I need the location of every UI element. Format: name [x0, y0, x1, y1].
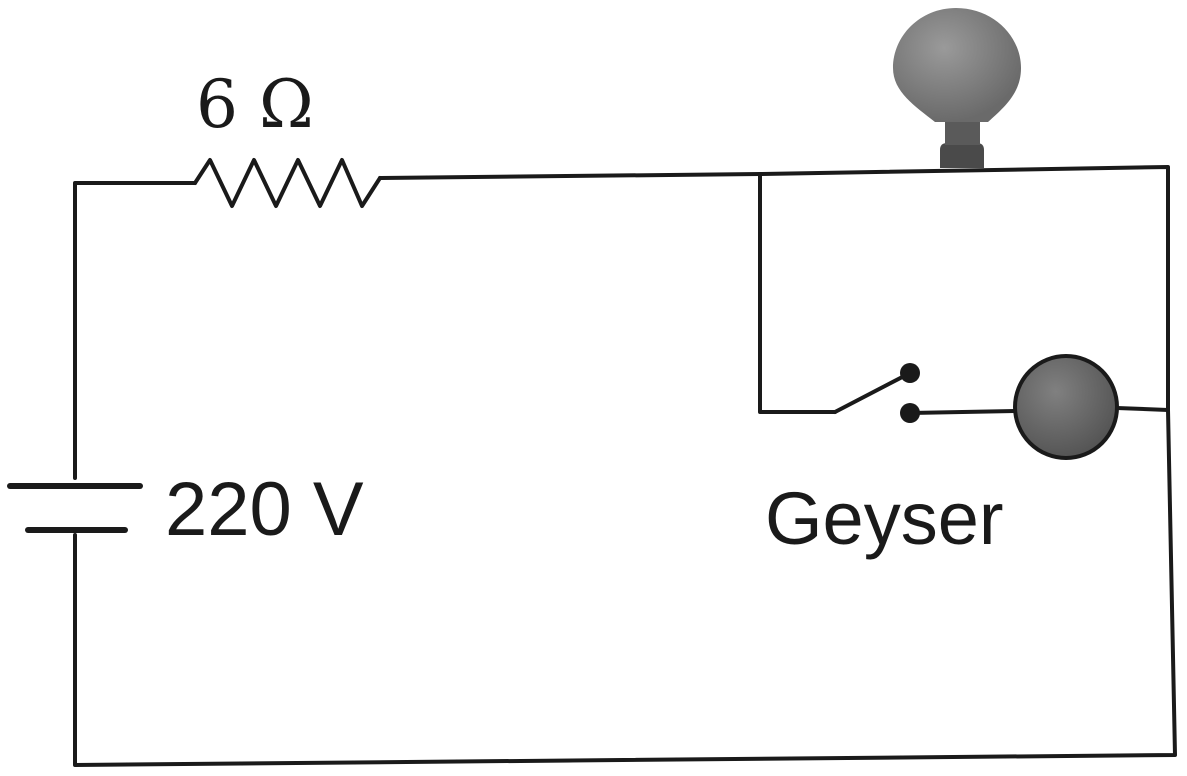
wire-left-upper	[73, 181, 197, 480]
geyser-icon	[1013, 354, 1119, 460]
switch-lever	[833, 371, 912, 414]
battery-label: 220 V	[165, 467, 364, 552]
resistor-label: 6 Ω	[196, 66, 314, 143]
switch-contact-top	[900, 363, 920, 383]
geyser-label: Geyser	[765, 477, 1004, 560]
wire-left-lower	[73, 408, 1177, 767]
wire-branch-middle	[908, 409, 1017, 415]
resistor	[193, 158, 382, 208]
wire-top	[378, 165, 1170, 412]
wire-branch-right	[1115, 406, 1170, 412]
wire-branch-left	[758, 172, 837, 414]
bulb-icon	[893, 8, 1021, 168]
